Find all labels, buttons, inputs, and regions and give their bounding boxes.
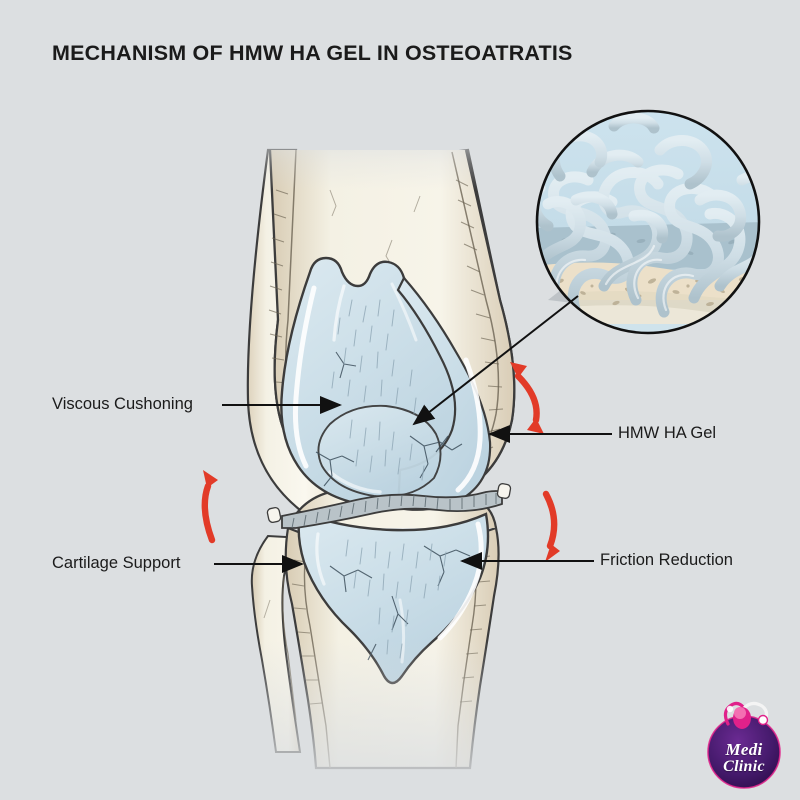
page-title: MECHANISM OF HMW HA GEL IN OSTEOATRATIS — [52, 41, 573, 65]
arrow-lower-right — [542, 490, 560, 562]
logo-flower-icon — [723, 701, 769, 729]
meniscus-hatching — [291, 493, 497, 529]
logo-text-medi: Medi — [725, 740, 763, 759]
arrow-upper-right — [510, 362, 544, 434]
articular-cartilage-and-synovial-fluid — [280, 256, 492, 685]
joint-gap-left — [266, 506, 282, 524]
magnified-ha-network-inset — [535, 109, 761, 335]
label-hmw-ha-gel: HMW HA Gel — [618, 424, 717, 442]
label-friction-reduction: Friction Reduction — [600, 551, 733, 569]
leader-lines — [214, 295, 612, 573]
meniscus-joint-band — [266, 483, 512, 529]
arrow-left — [201, 470, 218, 544]
logo-text-block[interactable]: Medi Clinic — [703, 708, 785, 790]
top-fade — [250, 120, 530, 190]
ha-gel-pointer-line — [412, 295, 579, 426]
logo-text-clinic: Clinic — [723, 758, 765, 775]
label-cartilage-support: Cartilage Support — [52, 554, 181, 572]
cartilage-striations — [331, 299, 447, 659]
bottom-fade — [230, 640, 560, 800]
joint-gap-right — [496, 483, 512, 499]
label-viscous-cushioning: Viscous Cushoning — [52, 395, 193, 413]
motion-arrows — [201, 362, 560, 562]
medi-clinic-logo[interactable] — [707, 701, 781, 789]
